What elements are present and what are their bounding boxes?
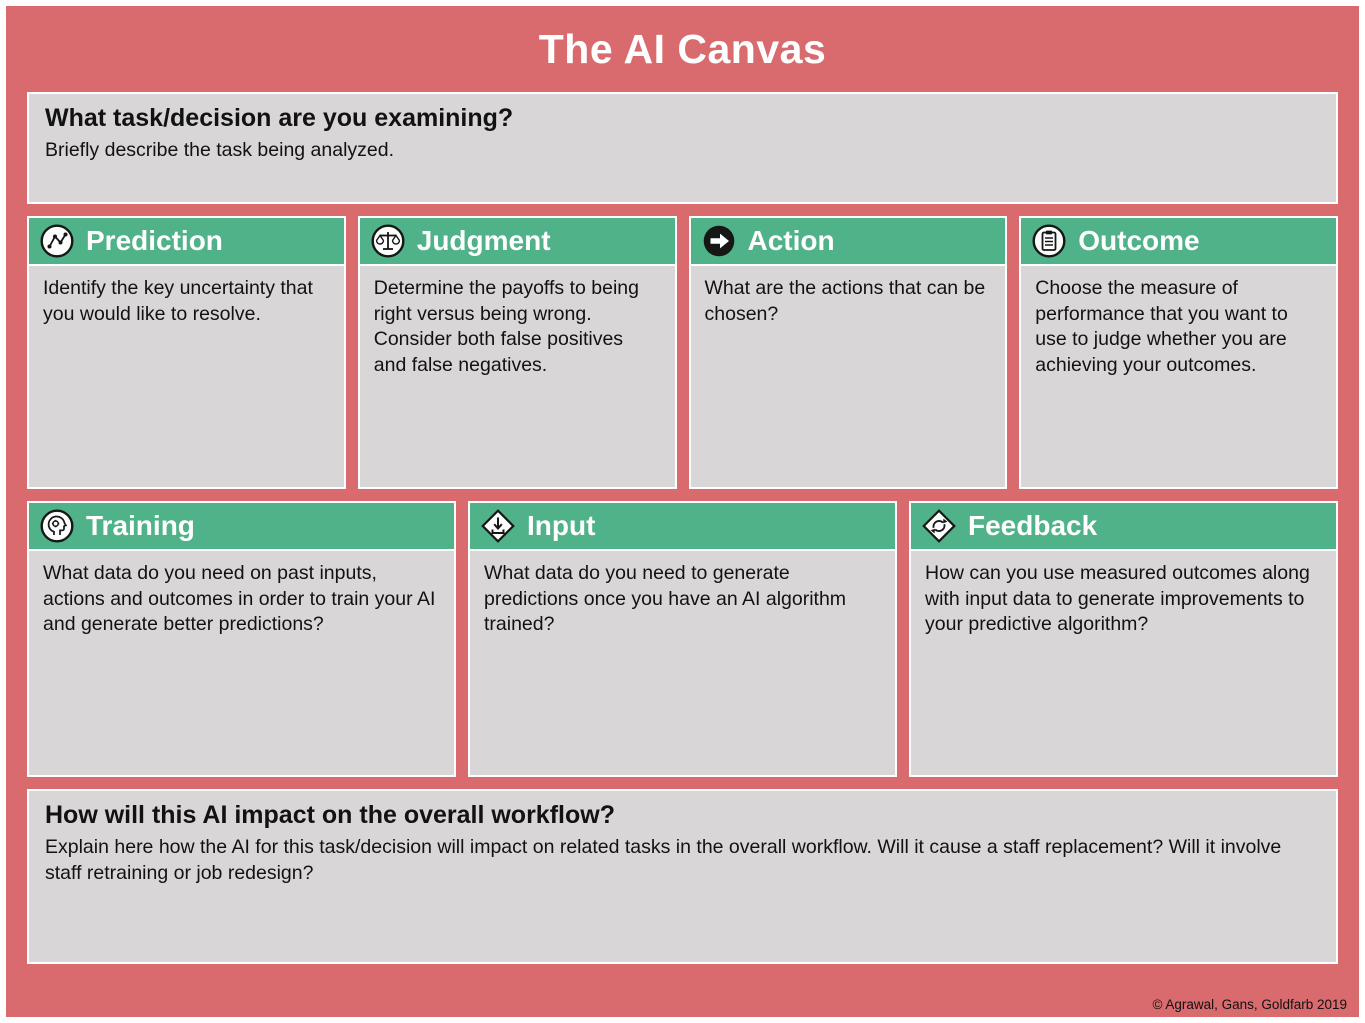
prediction-icon <box>39 223 75 259</box>
canvas-row-2: Training What data do you need on past i… <box>27 501 1338 777</box>
copyright: © Agrawal, Gans, Goldfarb 2019 <box>1152 997 1347 1012</box>
card-judgment: Judgment Determine the payoffs to being … <box>357 216 677 489</box>
input-icon <box>480 508 516 544</box>
card-prediction-title: Prediction <box>86 225 223 256</box>
workflow-box-title: How will this AI impact on the overall w… <box>45 801 615 829</box>
card-training: Training What data do you need on past i… <box>27 501 456 777</box>
task-box: What task/decision are you examining? Br… <box>27 92 1338 204</box>
card-input-title: Input <box>527 510 596 541</box>
card-training-header: Training <box>29 503 454 551</box>
title-bar: The AI Canvas <box>27 6 1338 92</box>
card-training-title: Training <box>86 510 195 541</box>
card-action-body: What are the actions that can be chosen? <box>704 277 986 325</box>
card-training-body: What data do you need on past inputs, ac… <box>43 562 436 636</box>
card-input: Input What data do you need to generate … <box>468 501 897 777</box>
card-input-body: What data do you need to generate predic… <box>484 562 847 636</box>
page-title: The AI Canvas <box>538 25 827 72</box>
card-prediction-header: Prediction <box>29 218 344 266</box>
card-input-header: Input <box>470 503 895 551</box>
card-feedback: Feedback How can you use measured outcom… <box>909 501 1338 777</box>
card-action-header: Action <box>690 218 1006 266</box>
card-outcome-header: Outcome <box>1021 218 1336 266</box>
card-feedback-body: How can you use measured outcomes along … <box>925 562 1310 636</box>
workflow-box: How will this AI impact on the overall w… <box>27 789 1338 964</box>
workflow-box-body: Explain here how the AI for this task/de… <box>45 836 1282 884</box>
training-icon <box>39 508 75 544</box>
card-outcome: Outcome Choose the measure of performanc… <box>1019 216 1338 489</box>
canvas-row-1: Prediction Identify the key uncertainty … <box>27 216 1338 489</box>
card-prediction-body: Identify the key uncertainty that you wo… <box>43 277 313 325</box>
judgment-icon <box>370 223 406 259</box>
card-outcome-title: Outcome <box>1078 225 1200 256</box>
task-box-title: What task/decision are you examining? <box>45 104 514 132</box>
card-judgment-header: Judgment <box>359 218 675 266</box>
outcome-icon <box>1031 223 1067 259</box>
action-icon <box>701 223 737 259</box>
task-box-subtitle: Briefly describe the task being analyzed… <box>45 139 395 161</box>
card-judgment-body: Determine the payoffs to being right ver… <box>373 277 639 377</box>
card-judgment-title: Judgment <box>416 225 551 256</box>
feedback-icon <box>921 508 957 544</box>
card-feedback-header: Feedback <box>911 503 1336 551</box>
card-outcome-body: Choose the measure of performance that y… <box>1035 277 1288 377</box>
card-prediction: Prediction Identify the key uncertainty … <box>27 216 346 489</box>
card-action: Action What are the actions that can be … <box>688 216 1008 489</box>
card-feedback-title: Feedback <box>968 510 1098 541</box>
card-action-title: Action <box>747 225 835 256</box>
